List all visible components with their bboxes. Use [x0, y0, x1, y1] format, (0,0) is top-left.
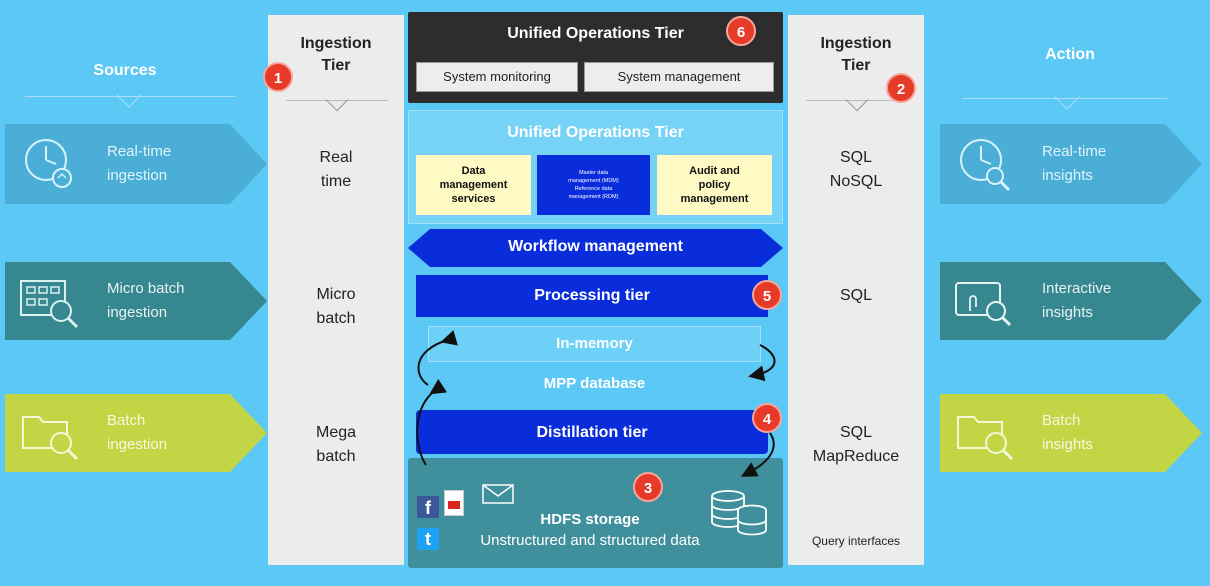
system-monitoring-box: System monitoring: [416, 62, 578, 92]
action-chevron: [1054, 84, 1080, 110]
unified-operations-top-title: Unified Operations Tier: [507, 25, 684, 42]
action-label-realtime: Real-time insights: [1042, 143, 1107, 184]
flow-arrows: [416, 330, 776, 477]
action-banner-realtime-shape: [940, 124, 1202, 204]
badge-3: 3: [633, 472, 663, 502]
calendar-search-icon: [5, 262, 95, 340]
hdfs-storage-title: HDFS storage: [540, 511, 640, 528]
database-icon: [708, 488, 770, 543]
in-memory-label: In-memory: [556, 335, 633, 352]
badge-2: 2: [886, 73, 916, 103]
touch-search-icon: [940, 262, 1030, 340]
folder-search-icon: [5, 394, 95, 472]
distillation-tier-label: Distillation tier: [536, 424, 648, 441]
source-label-realtime: Real-time ingestion: [107, 143, 172, 184]
action-label-batch: Batch insights: [1042, 412, 1093, 453]
master-data-management-box: Master data management (MDM) Reference d…: [537, 155, 650, 215]
in-memory-box: [428, 326, 761, 362]
ingestion-right-row-3: SQL MapReduce: [812, 424, 900, 465]
source-banner-batch: Batch ingestion: [5, 394, 230, 472]
action-label-interactive: Interactive insights: [1042, 280, 1112, 321]
source-label-batch: Batch ingestion: [107, 412, 168, 453]
ingestion-left-row-megabatch: Mega batch: [315, 424, 357, 465]
ingestion-left-divider: [286, 100, 388, 101]
ingestion-tier-right: [788, 15, 924, 565]
system-management-box: System management: [584, 62, 774, 92]
badge-4: 4: [752, 403, 782, 433]
source-banner-realtime-shape: [5, 124, 267, 204]
action-banner-batch: Batch insights: [940, 394, 1165, 472]
action-banner-interactive: Interactive insights: [940, 262, 1165, 340]
ingestion-tier-left: [268, 15, 404, 565]
audit-policy-management-box: Audit and policy management: [657, 155, 772, 215]
ingestion-left-row-realtime: Real time: [319, 149, 353, 190]
twitter-icon: t: [417, 528, 439, 550]
processing-tier-label: Processing tier: [534, 287, 650, 304]
unified-operations-title: Unified Operations Tier: [507, 124, 684, 141]
sources-chevron: [116, 82, 142, 108]
source-banner-realtime: Real-time ingestion: [5, 124, 230, 204]
clock-recycle-icon: [5, 124, 95, 204]
data-management-services-box: Data management services: [416, 155, 531, 215]
source-banner-microbatch: Micro batch ingestion: [5, 262, 230, 340]
workflow-management-label: Workflow management: [508, 238, 683, 255]
badge-1: 1: [263, 62, 293, 92]
action-banner-realtime: Real-time insights: [940, 124, 1165, 204]
distillation-tier-box: [416, 410, 768, 454]
workflow-management-arrow: [408, 229, 783, 267]
mpp-database-label: MPP database: [543, 375, 646, 392]
sources-divider: [25, 96, 235, 97]
ingestion-tier-left-title: Ingestion Tier: [300, 35, 372, 74]
source-label-microbatch: Micro batch ingestion: [107, 280, 185, 321]
query-interfaces-label: Query interfaces: [811, 534, 901, 548]
ingestion-tier-right-title: Ingestion Tier: [820, 35, 892, 74]
clock-search-icon: [940, 124, 1030, 204]
pdf-icon: [444, 490, 464, 516]
folder-search-icon: [940, 394, 1030, 472]
ingestion-right-divider: [806, 100, 908, 101]
mail-icon: [482, 484, 514, 509]
ingestion-left-row-microbatch: Micro batch: [316, 286, 356, 327]
badge-6: 6: [726, 16, 756, 46]
ingestion-right-row-1: SQL NoSQL: [829, 149, 883, 190]
hdfs-storage-subtitle: Unstructured and structured data: [480, 532, 700, 549]
ingestion-right-row-2: SQL: [839, 287, 872, 304]
action-divider: [962, 98, 1167, 99]
sources-heading: Sources: [93, 62, 157, 79]
hdfs-storage-panel: [408, 458, 783, 568]
badge-5: 5: [752, 280, 782, 310]
processing-tier-box: [416, 275, 768, 317]
action-heading: Action: [1045, 46, 1095, 63]
facebook-icon: f: [417, 496, 439, 518]
